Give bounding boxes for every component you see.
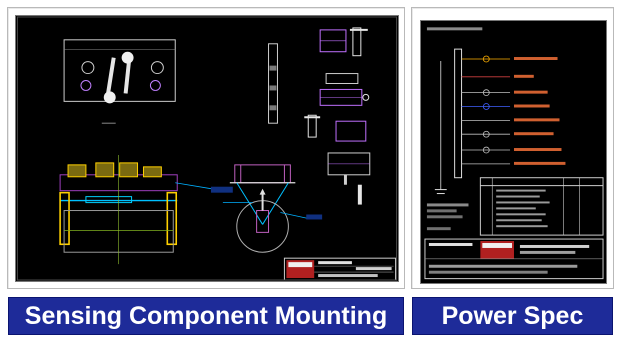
cad-drawing-icon <box>16 16 398 281</box>
power-spec-thumbnail[interactable] <box>420 20 607 284</box>
mounting-caption-link[interactable]: Sensing Component Mounting <box>8 297 404 335</box>
wiring-schematic-icon <box>424 27 604 280</box>
power-spec-caption-link[interactable]: Power Spec <box>412 297 613 335</box>
gallery-cell-mounting <box>7 7 405 289</box>
gallery-cell-power-spec <box>411 7 614 289</box>
mounting-drawing-thumbnail[interactable] <box>15 15 399 282</box>
